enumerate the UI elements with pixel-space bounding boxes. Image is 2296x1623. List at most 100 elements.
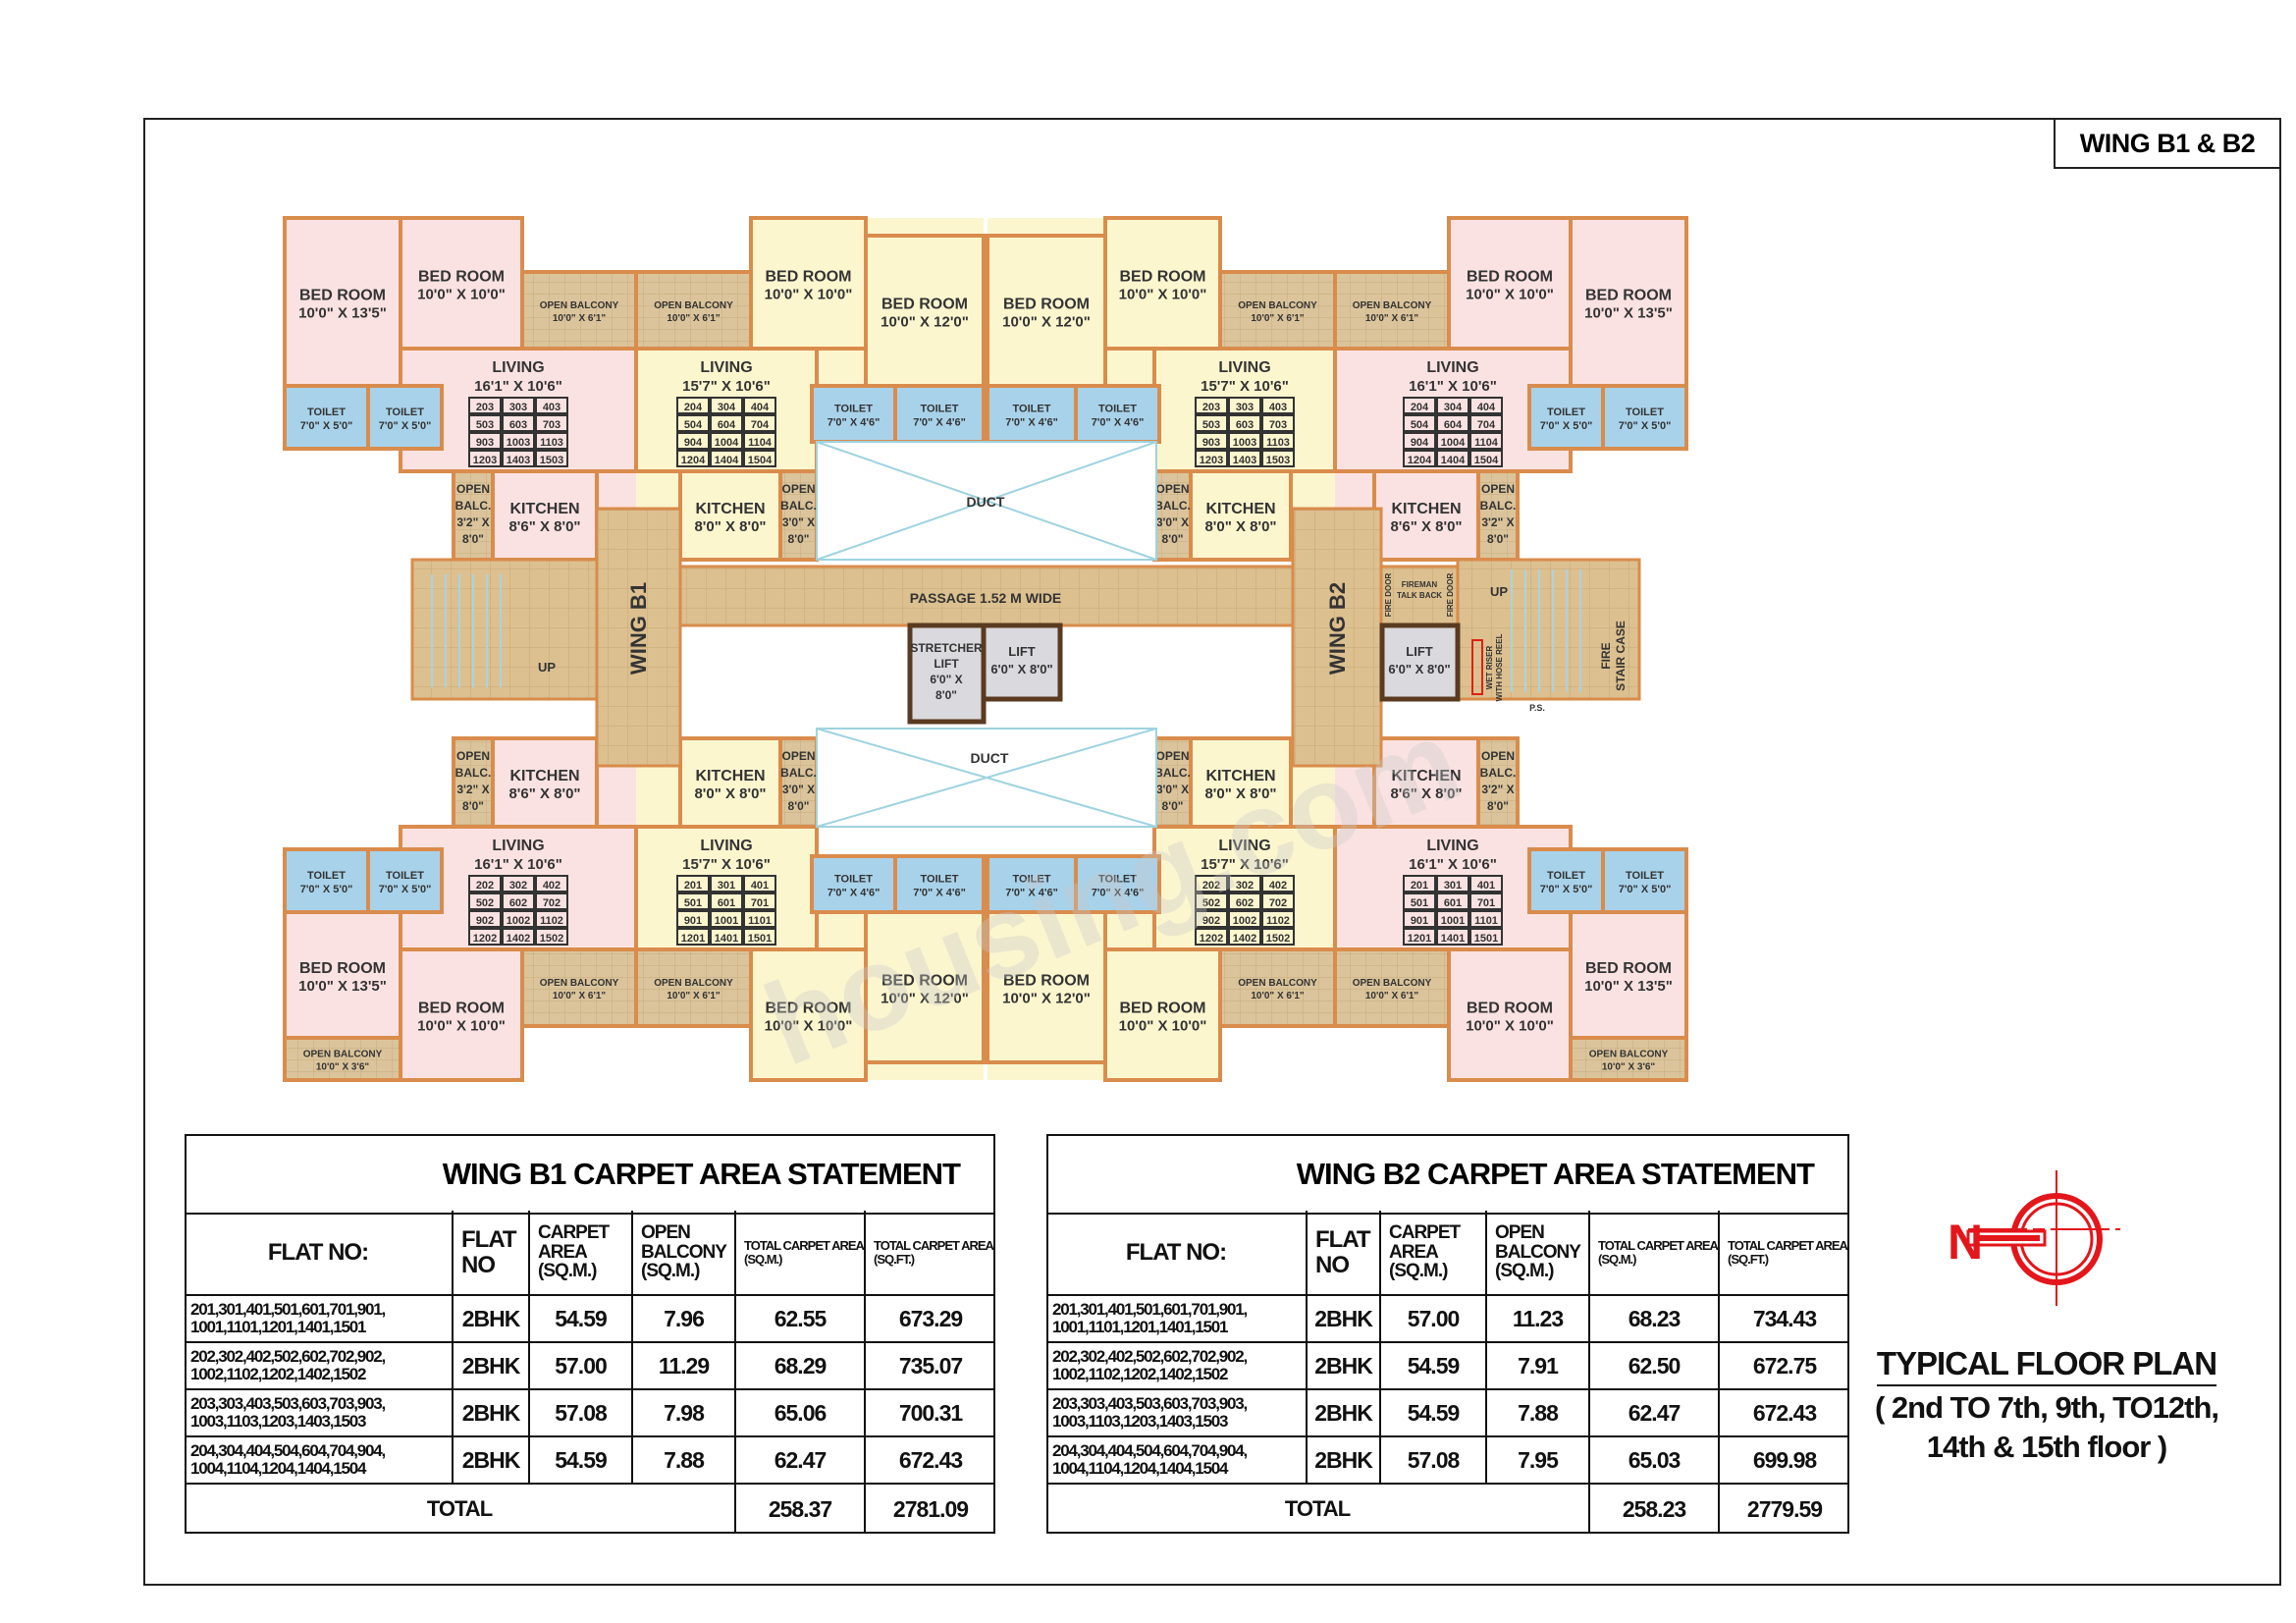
room-name: KITCHEN (1391, 768, 1461, 784)
table-cell: 7.88 (633, 1437, 736, 1485)
room-name: KITCHEN (1205, 768, 1275, 784)
flat-number: 1101 (748, 915, 772, 927)
flat-number-box (1195, 910, 1228, 928)
room-name: OPEN BALCONY (1238, 978, 1317, 989)
flat-number: 1503 (1266, 455, 1290, 466)
flat-number: 504 (1411, 419, 1429, 431)
flat-number-box (743, 450, 776, 467)
flat-number: 502 (1202, 897, 1220, 909)
room-master-balcony (283, 1036, 402, 1082)
table-cell: 672.43 (1720, 1390, 1849, 1437)
room-bed2 (986, 234, 1107, 388)
room-name: KITCHEN (1391, 501, 1461, 517)
flat-number-box (1469, 875, 1503, 893)
flat-number-box (1403, 875, 1436, 893)
room-size: 10'0" X 6'1" (1365, 991, 1419, 1001)
flat-number: 1203 (473, 455, 497, 466)
flat-number-box (1469, 432, 1503, 450)
room-name: OPEN BALCONY (303, 1050, 383, 1060)
flat-number: 902 (476, 915, 494, 927)
flat-number-box (676, 414, 710, 432)
stretcher-lift-label: LIFT (934, 657, 959, 671)
flat-number-box (502, 928, 535, 946)
duct-label: DUCT (967, 494, 1005, 510)
flat-number-box (468, 875, 502, 893)
column-header: OPEN BALCONY (SQ.M.) (1487, 1211, 1590, 1296)
flat-number-box (676, 893, 710, 910)
flat-number-box (1228, 397, 1261, 414)
flat-number-box (1436, 397, 1469, 414)
room-name: TOILET (386, 870, 424, 882)
room-name: TOILET (1547, 870, 1585, 882)
column-header: TOTAL CARPET AREA (SQ.M.) (736, 1211, 866, 1296)
flat-number-box (1195, 397, 1228, 414)
flat-number: 1504 (748, 455, 773, 466)
table-cell: 7.88 (1487, 1390, 1590, 1437)
room-label: 3'0" X (1156, 783, 1189, 796)
fireman-talk-back-label: FIREMAN (1402, 580, 1438, 589)
flat-number: 202 (476, 880, 494, 892)
room-size: 7'0" X 5'0" (300, 884, 353, 895)
north-letter: N (1948, 1215, 1983, 1270)
room-name: TOILET (921, 404, 959, 415)
wet-riser-label: WET RISER (1485, 646, 1494, 690)
wet-riser-label: WITH HOSE REEL (1495, 633, 1504, 701)
room-size: 7'0" X 4'6" (1092, 417, 1145, 429)
table-cell: 734.43 (1720, 1296, 1849, 1343)
flat-number-box (710, 875, 743, 893)
room-name: LIVING (700, 359, 752, 376)
room-size: 10'0" X 6'1" (553, 313, 607, 324)
flat-number-box (468, 432, 502, 450)
flat-number: 1003 (1233, 437, 1256, 449)
room-size: 7'0" X 4'6" (913, 888, 966, 899)
room-label: OPEN (1481, 749, 1515, 763)
table-cell: 2BHK (1308, 1437, 1381, 1485)
room-bed2 (399, 947, 524, 1082)
room-label: OPEN (1155, 482, 1189, 496)
flat-number: 902 (1202, 915, 1220, 927)
room-name: OPEN BALCONY (540, 300, 619, 311)
flat-number-box (1228, 450, 1261, 467)
flat-number: 903 (1202, 437, 1220, 449)
flat-number: 603 (1236, 419, 1254, 431)
room-bed2 (399, 216, 524, 351)
flat-number-box (502, 450, 535, 467)
room-size: 10'0" X 10'0" (1466, 287, 1554, 303)
flat-number-box (502, 414, 535, 432)
lift-label: LIFT (1406, 644, 1432, 659)
flat-number: 201 (1411, 880, 1428, 892)
room-kitchen-balcony (1476, 736, 1520, 829)
room-kitchen (1372, 736, 1480, 829)
room-toilet2 (366, 384, 444, 451)
stretcher-lift-label: STRETCHER (910, 641, 983, 655)
flat-number: 1103 (540, 437, 563, 449)
room-name: TOILET (307, 406, 346, 418)
room-size: 8'6" X 8'0" (1390, 518, 1462, 535)
flat-number-box (1403, 450, 1436, 467)
room-bed2 (864, 910, 986, 1064)
flat-number-box (535, 414, 568, 432)
flat-number-box (468, 414, 502, 432)
flat-number-box (1261, 893, 1295, 910)
table-cell: 54.59 (1381, 1343, 1487, 1390)
table-cell: 65.03 (1590, 1437, 1720, 1485)
room-name: OPEN BALCONY (654, 300, 733, 311)
table-cell: 11.23 (1487, 1296, 1590, 1343)
duct-cross (816, 441, 1157, 561)
flat-number: 404 (751, 402, 770, 413)
room-name: OPEN BALCONY (1353, 300, 1432, 311)
room-name: OPEN BALCONY (1238, 300, 1317, 311)
table-cell: 54.59 (530, 1437, 633, 1485)
room-name: OPEN BALCONY (1589, 1050, 1669, 1060)
room-label: 8'0" (1162, 532, 1184, 546)
fire-door-label: FIRE DOOR (1384, 573, 1393, 618)
flat-number: 1101 (1474, 915, 1498, 927)
flat-number-box (1436, 432, 1469, 450)
column-header: OPEN BALCONY (SQ.M.) (633, 1211, 736, 1296)
room-size: 10'0" X 13'5" (298, 305, 387, 322)
flat-number-box (468, 893, 502, 910)
flat-numbers-cell: 202,302,402,502,602,702,902, 1002,1102,1… (1046, 1343, 1308, 1390)
room-name: TOILET (1547, 406, 1585, 418)
room-name: TOILET (1013, 404, 1051, 415)
